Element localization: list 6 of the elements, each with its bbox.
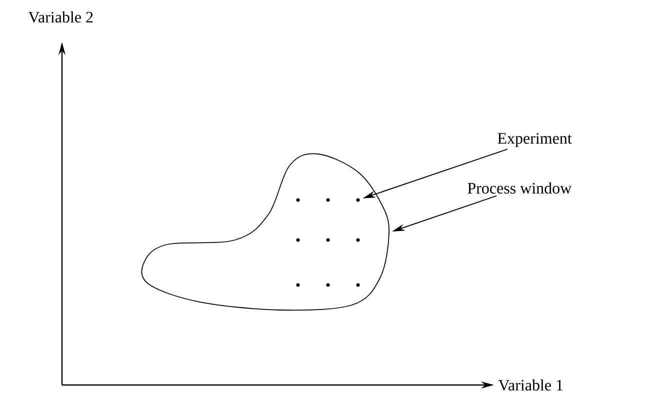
data-point	[356, 198, 360, 202]
callout-text: Experiment	[498, 133, 572, 147]
process-window-outline	[141, 153, 390, 311]
axis-label: Variable 2	[28, 11, 93, 23]
callout-text: Process window	[468, 182, 572, 194]
axis-label: Variable 1	[498, 379, 563, 391]
